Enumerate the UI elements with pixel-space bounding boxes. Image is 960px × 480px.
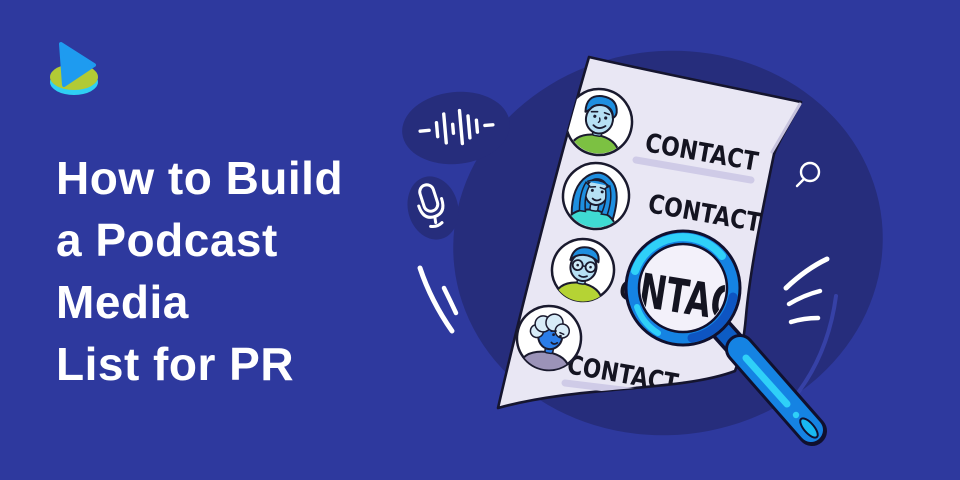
avatar-person-curly-hair: [515, 304, 583, 375]
title-line-3: Media: [56, 275, 189, 328]
microphone-icon: [417, 183, 445, 228]
logo-play-triangle-icon: [59, 42, 96, 87]
waveform-icon: [418, 108, 495, 146]
magnified-contact-text: NTAC: [635, 264, 738, 333]
title-line-4: List for PR: [56, 337, 295, 390]
magnifier-lens: [637, 242, 729, 334]
title-line-1: How to Build: [56, 151, 344, 204]
paper-fold-crease: [770, 102, 802, 154]
microphone-bubble: [407, 176, 459, 240]
page-title: How to Build a Podcast Media List for PR: [56, 147, 343, 395]
search-icon: [795, 161, 821, 188]
brand-logo: [50, 42, 98, 95]
magnifying-glass: NTAC: [624, 229, 827, 446]
avatar-woman-teal-shirt: [561, 161, 631, 233]
emphasis-strokes-right: [783, 256, 830, 325]
emphasis-strokes-left: [417, 265, 459, 334]
blob-highlight-arc: [791, 294, 838, 401]
title-line-2: a Podcast: [56, 213, 278, 266]
waveform-bubble: [402, 91, 510, 165]
